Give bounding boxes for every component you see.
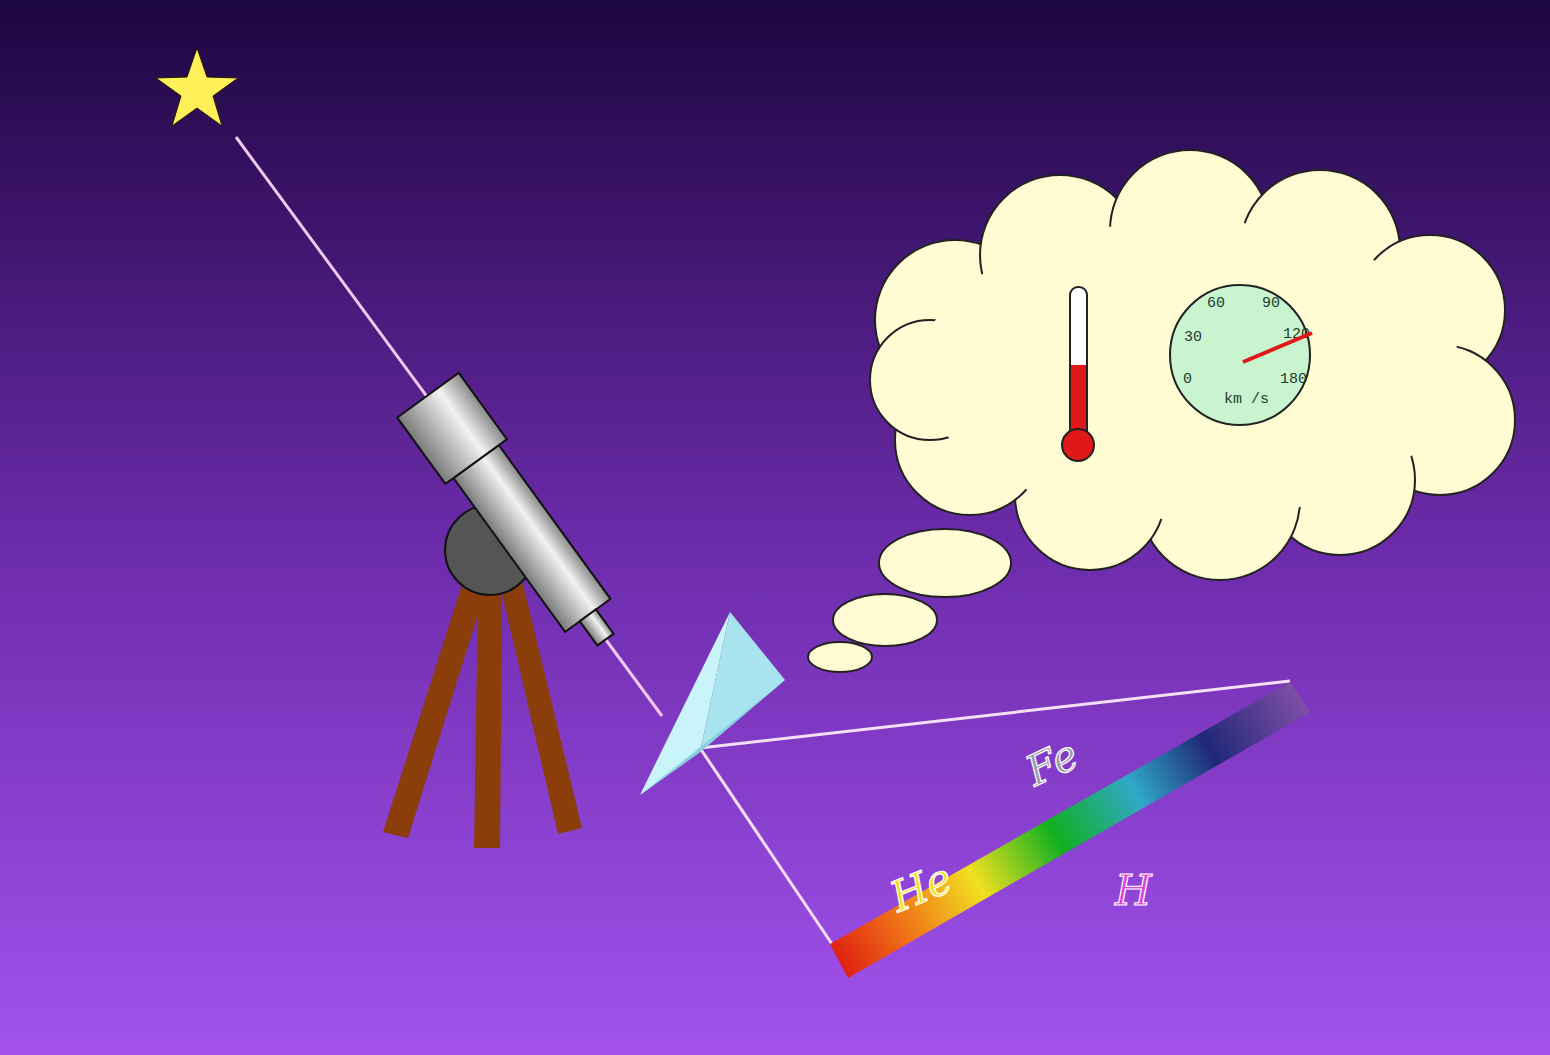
gauge-number: 90	[1262, 296, 1280, 311]
gauge-number: 180	[1280, 372, 1307, 387]
gauge-needle	[1243, 333, 1312, 362]
telescope	[397, 373, 636, 662]
speedometer	[1170, 285, 1310, 425]
element-label: H	[1115, 870, 1152, 912]
gauge-number: 60	[1207, 296, 1225, 311]
gauge-number: 30	[1184, 330, 1202, 345]
prism	[640, 612, 785, 795]
unit-label: km /s	[1224, 392, 1269, 407]
thought-cloud	[808, 150, 1515, 672]
star	[156, 48, 238, 126]
spectrum	[830, 682, 1310, 978]
gauge-number: 0	[1183, 372, 1192, 387]
tripod	[383, 580, 582, 848]
ray-red	[700, 748, 832, 944]
thermometer	[1062, 287, 1094, 461]
